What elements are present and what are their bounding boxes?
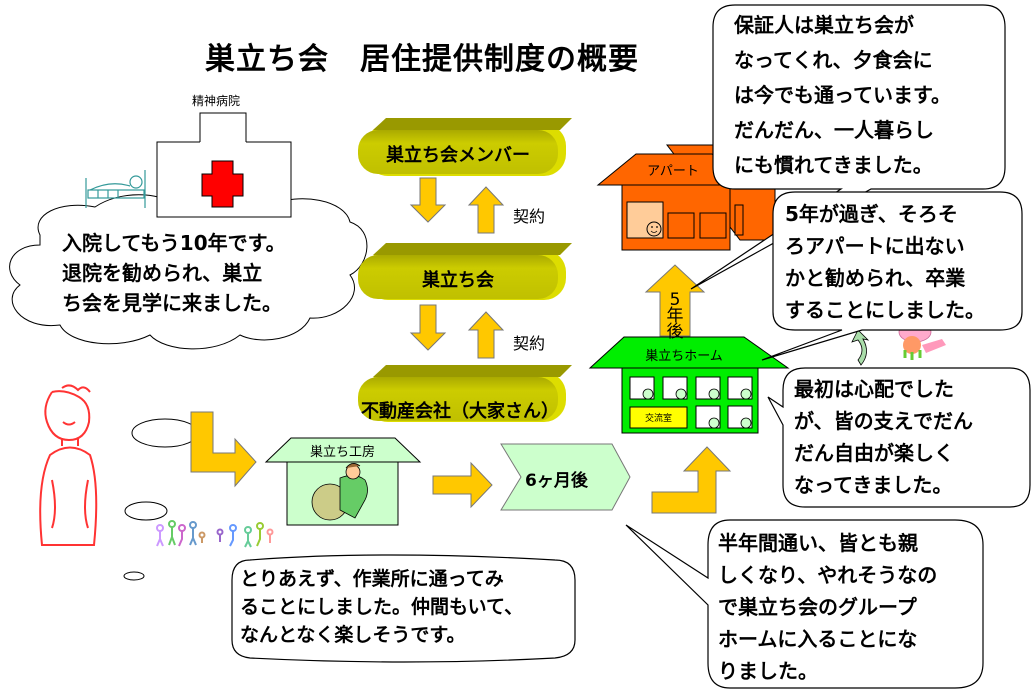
bubble-line: ホームに入ることにな (718, 627, 918, 651)
bubble-line: することにしました。 (785, 298, 985, 322)
curved-green-arrow-icon (851, 329, 870, 366)
down-arrow-2 (409, 304, 447, 351)
contract-label-1: 契約 (513, 207, 546, 226)
bubble-line: だんだん、一人暮らし (734, 118, 934, 142)
bubble-line: ることにしました。仲間もいて、 (240, 596, 524, 618)
resident-smiley-icons (642, 388, 752, 429)
bubble-line: にも慣れてきました。 (734, 153, 933, 177)
bubble-line: かと勧められ、卒業 (785, 266, 966, 290)
workshop-bubble-text: とりあえず、作業所に通ってみ ることにしました。仲間もいて、 なんとなく楽しそう… (240, 565, 523, 649)
members-pill (358, 118, 572, 176)
bubble-line: 5年が過ぎ、そろそ (785, 202, 958, 226)
members-label: 巣立ち会メンバー (386, 145, 530, 166)
bubble-line: りました。 (718, 659, 818, 683)
bubble-line: だん自由が楽しく (794, 441, 954, 465)
bubble-line: 保証人は巣立ち会が (734, 13, 914, 37)
landlord-label: 不動産会社（大家さん） (361, 401, 559, 422)
workshop-bubble-shape (231, 554, 576, 663)
bubble-line: 最初は心配でした (794, 377, 954, 401)
bubble-line: とりあえず、作業所に通ってみ (240, 568, 504, 590)
org-pill (358, 243, 572, 300)
contract-label-2: 契約 (513, 334, 546, 353)
down-arrow-1 (409, 177, 447, 223)
common-room-label: 交流室 (644, 414, 672, 424)
six-months-label: 6ヶ月後 (525, 471, 588, 491)
l-arrow-right-up (651, 446, 732, 514)
bubble-line: は今でも通っています。 (734, 83, 951, 107)
half-year-bubble-text: 半年間通い、皆とも親 しくなり、やれそうなの で巣立ち会のグループ ホームに入る… (718, 527, 937, 687)
smiley-icon (646, 221, 662, 237)
graduate-bubble-text: 5年が過ぎ、そろそ ろアパートに出ない かと勧められ、卒業 することにしました。 (785, 198, 985, 326)
bubble-line: 退院を勧められ、巣立 (62, 261, 263, 285)
apartment-label: アパート (647, 164, 699, 179)
hospital-bubble-text: 入院してもう10年です。 退院を勧められ、巣立 ち会を見学に来ました。 (62, 228, 286, 318)
bubble-line: が、皆の支えでだん (794, 409, 973, 433)
bubble-line: で巣立ち会のグループ (718, 595, 917, 619)
five-years-char: 年 (666, 306, 684, 326)
red-cross-icon (201, 160, 244, 208)
woman-icon (39, 384, 98, 546)
right-arrow-middle (432, 461, 493, 509)
five-years-arrow (644, 264, 706, 337)
five-years-char: 5 (669, 290, 681, 310)
bubble-line: ろアパートに出ない (785, 234, 965, 258)
worried-bubble-text: 最初は心配でした が、皆の支えでだん だん自由が楽しく なってきました。 (794, 373, 973, 501)
workshop-building (264, 437, 422, 526)
six-months-chevron (500, 443, 631, 511)
group-home-label: 巣立ちホーム (645, 349, 723, 364)
bubble-line: なってきました。 (794, 473, 953, 497)
worried-bubble-shape (767, 367, 1031, 508)
thought-ellipses (123, 418, 199, 581)
five-years-label: 5 年 後 (664, 290, 686, 342)
up-arrow-1 (467, 186, 505, 234)
landlord-pill (358, 365, 572, 422)
l-arrow-left (190, 411, 257, 488)
bubble-line: なんとなく楽しそうです。 (240, 624, 466, 646)
group-home-building (588, 336, 790, 434)
half-year-bubble-shape (625, 519, 984, 689)
graduate-bubble-shape (761, 191, 1023, 361)
bubble-line: なってくれ、夕食会に (734, 48, 933, 72)
pottery-worker-icon (311, 463, 368, 521)
crowd-people-icon (156, 520, 274, 548)
five-years-char: 後 (666, 322, 684, 342)
bubble-line: ち会を見学に来ました。 (62, 291, 282, 315)
workshop-label: 巣立ち工房 (309, 445, 375, 460)
up-arrow-2 (467, 311, 505, 359)
guarantor-bubble-text: 保証人は巣立ち会が なってくれ、夕食会に は今でも通っています。 だんだん、一人… (734, 8, 951, 183)
hospital-bed-icon (85, 170, 146, 208)
hospital-building (156, 112, 292, 218)
hospital-label: 精神病院 (192, 94, 241, 108)
bubble-line: 半年間通い、皆とも親 (718, 531, 918, 555)
bubble-line: 入院してもう10年です。 (62, 231, 286, 255)
org-label: 巣立ち会 (422, 270, 494, 291)
bubble-line: しくなり、やれそうなの (718, 563, 938, 587)
page-title: 巣立ち会 居住提供制度の概要 (205, 42, 639, 77)
